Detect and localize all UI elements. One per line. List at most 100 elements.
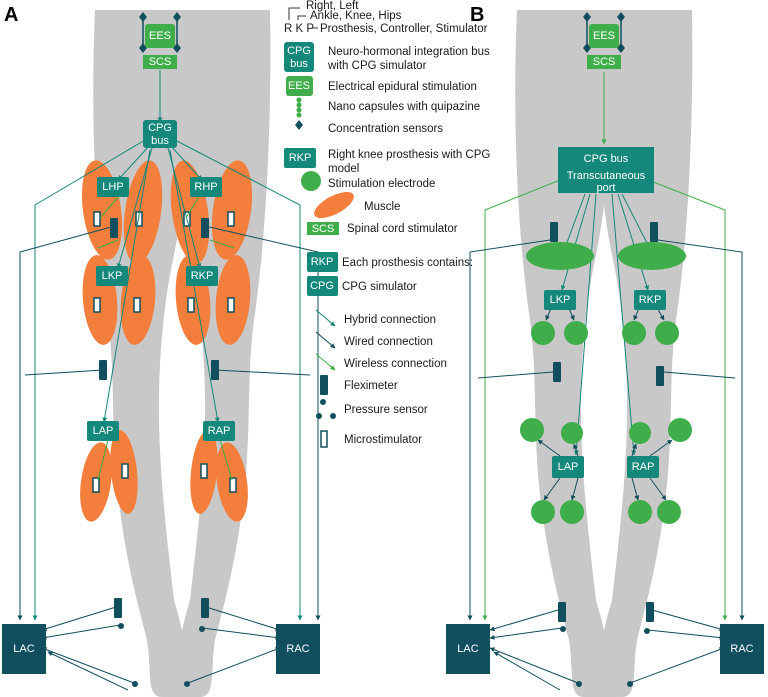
legend: Right, Left Ankle, Knee, Hips R K P Pros… [284,0,490,448]
lhp-node: LHP [97,177,129,197]
microstimulator-icon [187,297,195,313]
cpg-port-line1: CPG bus [584,153,629,165]
legend-rkp-box: RKP [289,152,312,164]
stimulation-electrode-icon [629,422,651,444]
body-silhouette-a [93,10,271,697]
legend-rkp-letters: R K P [284,23,314,35]
lkp-node-b: LKP [544,290,576,310]
stimulation-electrode-icon [560,500,584,524]
legend-pressure-sensor-icon [316,399,336,419]
rhp-node: RHP [190,177,222,197]
cpg-bus-line1: CPG [148,122,172,134]
stimulation-electrode-icon [531,321,555,345]
fleximeters-a [99,218,219,618]
legend-akh: Ankle, Knee, Hips [310,10,402,22]
scs-label: SCS [149,56,172,68]
rkp-label-b: RKP [639,294,662,306]
cpg-bus-a: CPG bus [143,120,177,148]
stimulation-electrode-icon [531,500,555,524]
legend-ees-text: Electrical epidural stimulation [328,81,477,93]
microstimulator-icon [200,463,208,479]
microstimulator-icon [133,297,141,313]
legend-rkp-text1: Right knee prosthesis with CPG [328,149,490,161]
panel-a: A [2,4,321,697]
lac-label-a: LAC [13,643,34,655]
legend-scs-icon [307,222,339,235]
pressure-sensor-icon [627,681,633,687]
rap-node-a: RAP [203,421,235,441]
legend-cpg-bus-icon [284,42,314,72]
legend-microstimulator-icon [320,430,328,448]
fleximeter-icon [201,218,209,238]
legend-scs-text: Spinal cord stimulator [347,223,458,235]
microstimulator-icon [93,297,101,313]
muscle [123,160,163,264]
lhp-label: LHP [102,181,123,193]
stimulation-electrode-icon [628,500,652,524]
fleximeter-icon [650,222,658,242]
pressure-sensor-icon [199,626,205,632]
lkp-label-b: LKP [550,294,571,306]
legend-pcs: Prosthesis, Controller, Stimulator [320,23,488,35]
microstimulator-icon [229,477,237,493]
fleximeter-icon [646,602,654,622]
cpg-bus-line2: bus [151,135,169,147]
legend-rl: Right, Left [306,0,359,12]
microstimulator-icon [92,477,100,493]
lac-label-b: LAC [457,643,478,655]
fleximeter-icon [550,222,558,242]
fleximeter-icon [558,602,566,622]
lap-node-a: LAP [87,421,119,441]
lap-label-a: LAP [93,425,114,437]
legend-hybrid: Hybrid connection [344,314,436,326]
microstimulator-icon [121,463,129,479]
ees-label: EES [149,30,171,42]
rap-label-b: RAP [632,461,655,473]
stimulation-electrode-icon [564,321,588,345]
lkp-label-a: LKP [102,270,123,282]
pressure-sensor-icon [644,628,650,634]
microstimulator-icon [227,211,235,227]
legend-muscle: Muscle [364,201,400,213]
rap-label-a: RAP [208,425,231,437]
legend-rkp-icon [284,148,316,168]
fleximeter-icon [201,598,209,618]
lkp-node-a: LKP [96,266,128,286]
ees-unit-a: EES SCS [139,12,181,69]
pressure-sensor-icon [184,681,190,687]
stimulation-electrode-icon [622,321,646,345]
cpg-port-line3: port [597,182,616,194]
legend-cpg-text2: with CPG simulator [327,60,427,72]
rac-label-b: RAC [730,643,753,655]
pressure-sensor-icon [118,623,124,629]
panel-b: B [446,4,764,697]
legend-wired-icon [315,331,336,349]
legend-pressure: Pressure sensor [344,404,428,416]
legend-electrode-icon [301,171,321,191]
fleximeter-icon [211,360,219,380]
legend-each-box: RKP [311,256,334,268]
stimulation-electrode-icon [561,422,583,444]
fleximeter-icon [553,362,561,382]
legend-cpg-text1: Neuro-hormonal integration bus [328,46,490,58]
legend-wireless-icon [315,353,336,371]
legend-electrode: Stimulation electrode [328,178,435,190]
lap-node-b: LAP [552,456,584,478]
pressure-sensors-a [118,623,205,687]
legend-nano-capsule-icon [296,97,302,118]
lac-node-b: LAC [446,624,490,674]
legend-cpg-box1: CPG [287,45,311,57]
ees-label-b: EES [593,30,615,42]
pressure-sensors-b [560,626,650,687]
legend-cpg-sim-icon [307,276,338,296]
legend-nano: Nano capsules with quipazine [328,101,480,113]
lap-label-b: LAP [558,461,579,473]
connections-b [467,72,745,691]
rkp-label-a: RKP [191,270,214,282]
pressure-sensor-icon [560,626,566,632]
rap-node-b: RAP [627,456,659,478]
stimulation-electrode-icon [668,418,692,442]
fleximeter-icon [656,366,664,386]
legend-wired: Wired connection [344,336,433,348]
